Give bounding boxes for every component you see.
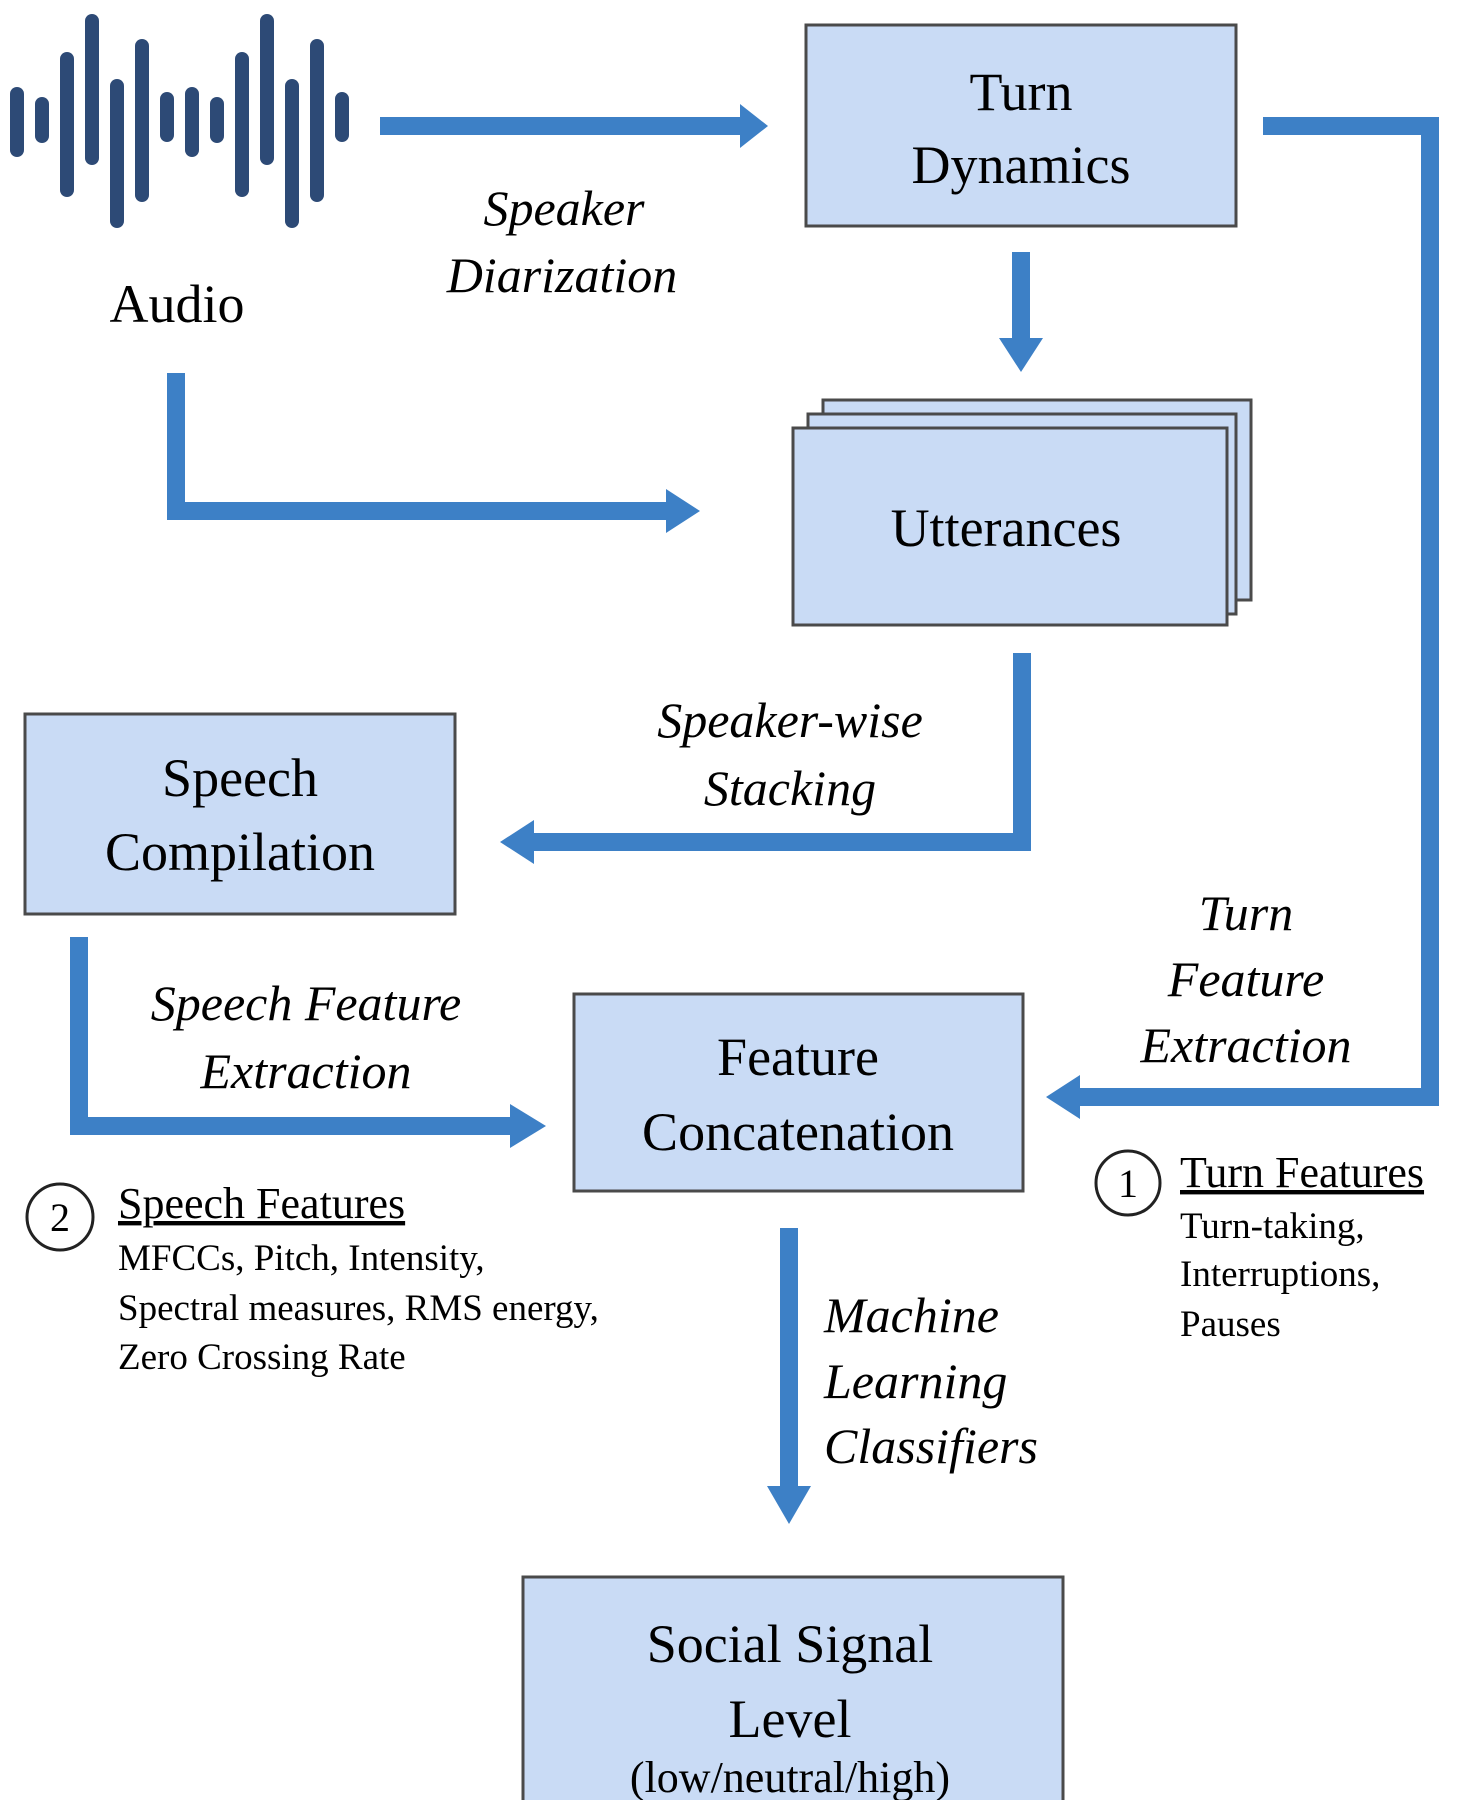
- svg-text:Speech Features: Speech Features: [118, 1179, 405, 1228]
- svg-text:Learning: Learning: [823, 1353, 1007, 1409]
- turn-dynamics-box: Turn Dynamics: [804, 23, 1238, 228]
- svg-text:Social Signal: Social Signal: [647, 1614, 933, 1674]
- arrow-turn-dynamics-to-utterances: [999, 252, 1043, 372]
- feature-concatenation-box: Feature Concatenation: [572, 992, 1025, 1193]
- waveform-bar: [210, 97, 224, 143]
- arrow-speech-compilation-to-feature-concatenation: [70, 937, 546, 1148]
- social-signal-level-box: Social Signal Level (low/neutral/high): [521, 1575, 1065, 1800]
- svg-text:Turn: Turn: [969, 62, 1072, 122]
- svg-text:Extraction: Extraction: [199, 1043, 411, 1099]
- waveform-bar: [10, 87, 24, 157]
- waveform-bar: [160, 92, 174, 142]
- waveform-bar: [135, 39, 149, 202]
- svg-text:Compilation: Compilation: [105, 822, 375, 882]
- waveform-bar: [260, 14, 274, 165]
- arrow-audio-to-utterances: [167, 373, 700, 533]
- turn-features-legend: 1 Turn Features Turn-taking, Interruptio…: [1094, 1148, 1424, 1345]
- speech-features-legend: 2 Speech Features MFCCs, Pitch, Intensit…: [25, 1179, 599, 1378]
- ml-classifiers-label: Machine Learning Classifiers: [823, 1287, 1038, 1474]
- arrow-feature-concatenation-to-social-signal: [767, 1228, 811, 1524]
- svg-text:Machine: Machine: [823, 1287, 999, 1343]
- svg-text:(low/neutral/high): (low/neutral/high): [630, 1753, 950, 1800]
- svg-text:Concatenation: Concatenation: [642, 1102, 954, 1162]
- svg-text:Classifiers: Classifiers: [824, 1418, 1038, 1474]
- svg-text:Spectral measures, RMS energy,: Spectral measures, RMS energy,: [118, 1288, 599, 1329]
- waveform-bar: [85, 14, 99, 165]
- waveform-bar: [310, 39, 324, 202]
- svg-text:Level: Level: [729, 1689, 852, 1749]
- svg-text:Speech: Speech: [162, 748, 318, 808]
- svg-text:Feature: Feature: [1167, 951, 1324, 1007]
- svg-text:Speaker-wise: Speaker-wise: [657, 692, 923, 748]
- arrow-audio-to-turn-dynamics: [380, 104, 768, 148]
- number-badge-1: [1094, 1149, 1162, 1217]
- waveform-bar: [185, 87, 199, 157]
- svg-text:Feature: Feature: [717, 1027, 879, 1087]
- arrow-utterances-to-speech-compilation: [500, 653, 1031, 864]
- svg-text:Speech Feature: Speech Feature: [151, 975, 462, 1031]
- svg-text:Turn: Turn: [1199, 885, 1294, 941]
- waveform-bar: [35, 97, 49, 143]
- svg-text:Utterances: Utterances: [891, 498, 1122, 558]
- audio-label: Audio: [110, 274, 245, 334]
- svg-text:Turn-taking,: Turn-taking,: [1180, 1206, 1365, 1247]
- svg-text:Stacking: Stacking: [704, 760, 876, 816]
- speech-feature-extraction-label: Speech Feature Extraction: [151, 975, 462, 1099]
- svg-text:2: 2: [50, 1195, 70, 1240]
- waveform-bar: [235, 52, 249, 197]
- utterances-box: Utterances: [791, 398, 1253, 627]
- speaker-wise-stacking-label: Speaker-wise Stacking: [657, 692, 923, 816]
- waveform-bar: [60, 52, 74, 197]
- svg-text:Turn Features: Turn Features: [1180, 1148, 1424, 1197]
- svg-text:Extraction: Extraction: [1139, 1017, 1351, 1073]
- number-badge-2: [25, 1182, 95, 1252]
- turn-feature-extraction-label: Turn Feature Extraction: [1139, 885, 1351, 1073]
- arrow-turn-dynamics-to-feature-concatenation: [1046, 117, 1439, 1119]
- audio-waveform-icon: [10, 14, 349, 228]
- svg-text:1: 1: [1118, 1161, 1138, 1206]
- waveform-bar: [285, 79, 299, 228]
- speech-compilation-box: Speech Compilation: [23, 712, 457, 916]
- svg-text:Diarization: Diarization: [446, 247, 678, 303]
- svg-text:MFCCs, Pitch, Intensity,: MFCCs, Pitch, Intensity,: [118, 1238, 485, 1279]
- svg-text:Zero Crossing Rate: Zero Crossing Rate: [118, 1337, 406, 1378]
- svg-text:Pauses: Pauses: [1180, 1304, 1281, 1345]
- waveform-bar: [335, 92, 349, 142]
- waveform-bar: [110, 79, 124, 228]
- svg-text:Dynamics: Dynamics: [912, 135, 1131, 195]
- speaker-diarization-label: Speaker Diarization: [446, 180, 678, 303]
- svg-text:Interruptions,: Interruptions,: [1180, 1254, 1380, 1295]
- svg-text:Speaker: Speaker: [483, 180, 645, 236]
